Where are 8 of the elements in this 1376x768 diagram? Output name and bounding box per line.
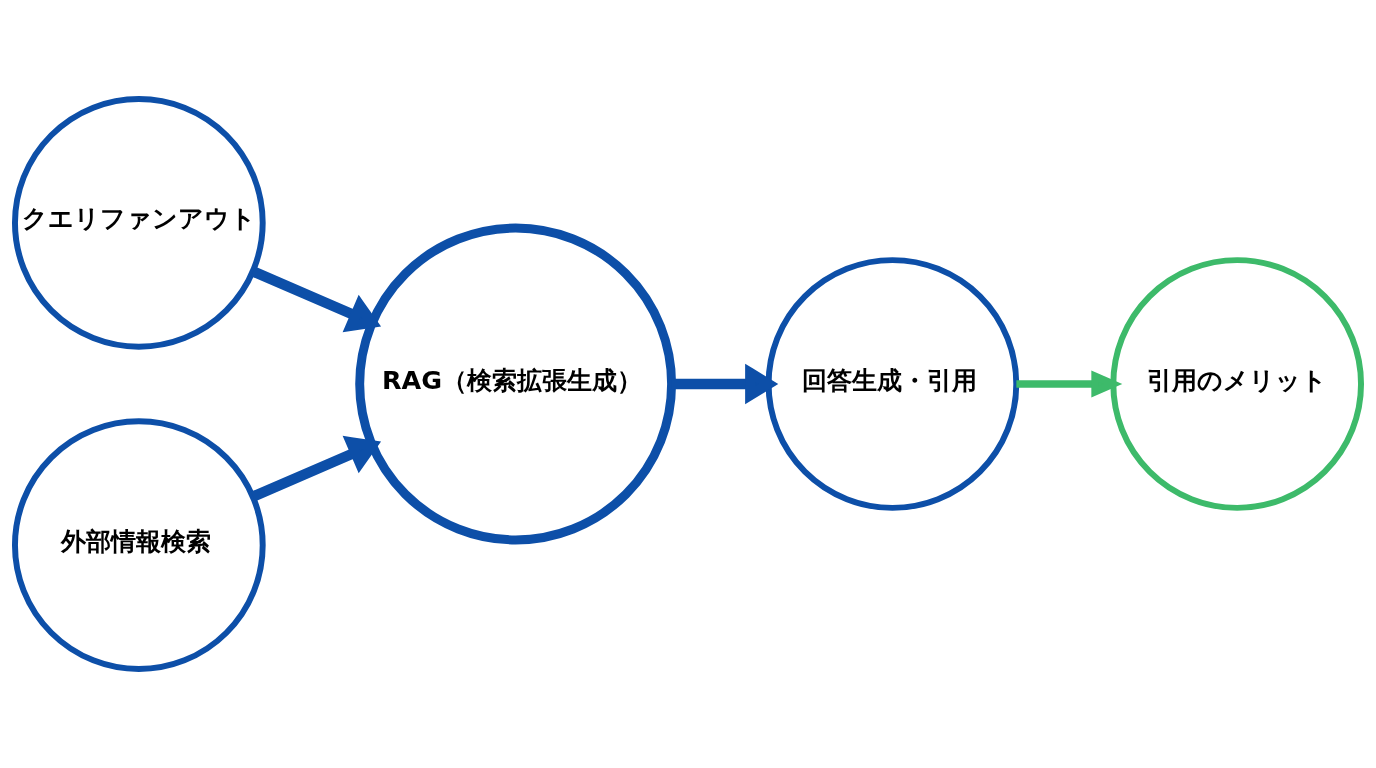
node-circle: 回答生成・引用	[765, 257, 1020, 511]
node-circle: 外部情報検索	[12, 418, 266, 672]
arrow	[1016, 370, 1123, 398]
node-circle: クエリファンアウト	[12, 96, 266, 350]
node-circle: RAG（検索拡張生成）	[355, 223, 677, 545]
arrow	[250, 266, 382, 333]
node-circle: 引用のメリット	[1110, 257, 1364, 511]
arrow	[250, 435, 382, 502]
